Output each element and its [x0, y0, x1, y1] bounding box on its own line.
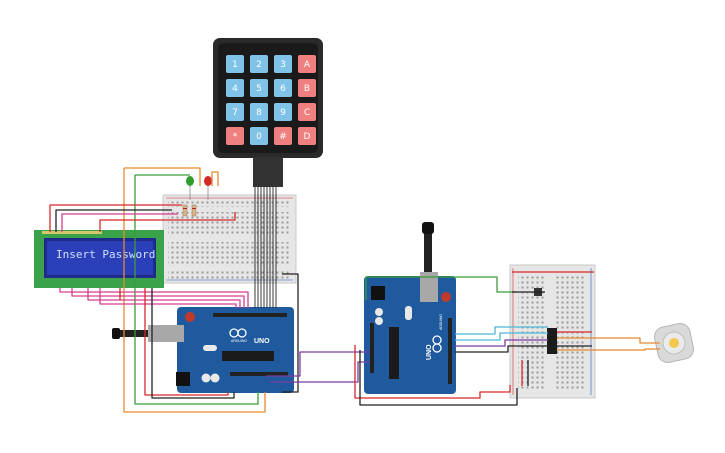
keypad-key-7[interactable]: 7 — [226, 103, 244, 121]
keypad-key-C[interactable]: C — [298, 103, 316, 121]
arduino-logo — [229, 328, 247, 338]
keypad-key-label: 8 — [256, 108, 262, 118]
keypad-key-8[interactable]: 8 — [250, 103, 268, 121]
lcd-display: Insert Password — [34, 230, 164, 288]
keypad-key-label: 1 — [232, 60, 238, 70]
usb-cable — [424, 232, 432, 272]
board-model: UNO — [426, 344, 433, 360]
arduino-uno-left: UNO ARDUINO — [112, 307, 294, 393]
arduino-logo — [432, 335, 442, 353]
microcontroller-chip — [222, 351, 274, 361]
keypad-key-label: C — [304, 108, 310, 118]
keypad-ribbon — [253, 157, 283, 187]
board-brand: ARDUINO — [231, 339, 247, 343]
keypad-key-label: 3 — [280, 60, 286, 70]
keypad-key-label: 0 — [256, 132, 262, 142]
keypad-key-3[interactable]: 3 — [274, 55, 292, 73]
board-brand: ARDUINO — [439, 314, 443, 330]
keypad-key-D[interactable]: D — [298, 127, 316, 145]
keypad-key-label: D — [304, 132, 311, 142]
reset-button[interactable] — [441, 292, 451, 302]
usb-port — [148, 325, 184, 342]
keypad-key-6[interactable]: 6 — [274, 79, 292, 97]
keypad-key-5[interactable]: 5 — [250, 79, 268, 97]
keypad-key-9[interactable]: 9 — [274, 103, 292, 121]
keypad-key-4[interactable]: 4 — [226, 79, 244, 97]
usb-cable — [118, 330, 148, 337]
keypad[interactable]: 1 2 3 A 4 5 6 B 7 8 9 C * 0 # D — [213, 38, 323, 187]
keypad-key-B[interactable]: B — [298, 79, 316, 97]
keypad-key-A[interactable]: A — [298, 55, 316, 73]
power-jack — [371, 286, 385, 300]
keypad-key-*[interactable]: * — [226, 127, 244, 145]
keypad-key-label: B — [304, 84, 310, 94]
keypad-key-label: 6 — [280, 84, 286, 94]
keypad-key-label: 5 — [256, 84, 262, 94]
keypad-key-2[interactable]: 2 — [250, 55, 268, 73]
lcd-text: Insert Password — [56, 248, 155, 261]
resistor — [182, 204, 188, 217]
wires — [49, 167, 660, 413]
keypad-key-label: # — [279, 132, 287, 142]
green-led — [186, 176, 194, 200]
resistor — [191, 204, 197, 217]
reset-button[interactable] — [185, 312, 195, 322]
keypad-key-0[interactable]: 0 — [250, 127, 268, 145]
keypad-key-label: * — [233, 132, 238, 142]
keypad-key-label: 7 — [232, 108, 238, 118]
keypad-key-label: 4 — [232, 84, 238, 94]
usb-port — [420, 272, 438, 302]
keypad-key-label: 2 — [256, 60, 262, 70]
keypad-key-label: 9 — [280, 108, 286, 118]
power-jack — [176, 372, 190, 386]
keypad-key-#[interactable]: # — [274, 127, 292, 145]
keypad-key-label: A — [304, 60, 311, 70]
dc-motor — [654, 323, 694, 363]
microcontroller-chip — [389, 327, 399, 379]
breadboard-left — [162, 194, 297, 284]
board-model: UNO — [254, 338, 270, 345]
arduino-uno-right: UNO ARDUINO — [364, 222, 456, 394]
red-led — [204, 176, 212, 200]
keypad-key-1[interactable]: 1 — [226, 55, 244, 73]
motor-driver-chip — [547, 328, 557, 354]
